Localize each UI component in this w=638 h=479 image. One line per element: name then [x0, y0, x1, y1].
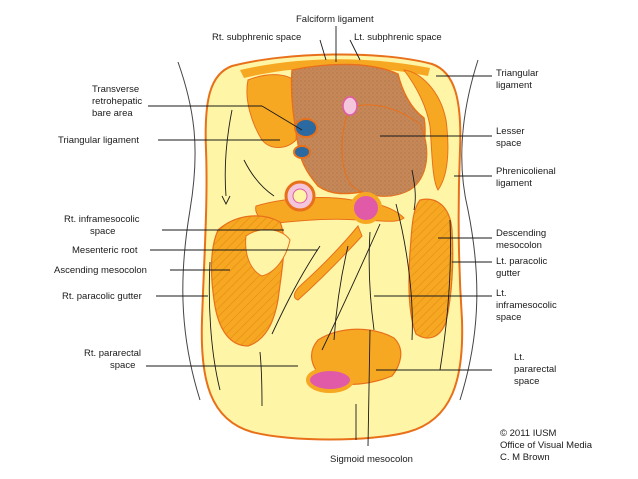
- labels: Falciform ligament Rt. subphrenic space …: [54, 14, 593, 465]
- credit-line-2: Office of Visual Media: [500, 440, 593, 451]
- label-triangular-ligament-right-2: ligament: [496, 80, 532, 91]
- leader-lines: [146, 26, 492, 447]
- label-triangular-ligament-left: Triangular ligament: [58, 135, 139, 146]
- label-descending-mesocolon-1: Descending: [496, 228, 546, 239]
- label-lesser-space-2: space: [496, 138, 521, 149]
- label-lt-paracolic-gutter-1: Lt. paracolic: [496, 256, 547, 267]
- portal-vessel: [293, 145, 311, 159]
- rt-subphrenic-region: [246, 74, 301, 148]
- label-lesser-space-1: Lesser: [496, 126, 525, 137]
- body-outline-right: [459, 59, 479, 401]
- label-transverse-bare-area-2: retrohepatic: [92, 96, 142, 107]
- ligamentum-vessel: [342, 96, 358, 116]
- subphrenic-rim: [240, 59, 430, 78]
- label-rt-inframesocolic-2: space: [90, 226, 115, 237]
- jejunum: [350, 192, 382, 224]
- lesser-space: [341, 104, 428, 197]
- lt-subphrenic-region: [402, 69, 449, 191]
- label-rt-pararectal-1: Rt. pararectal: [84, 348, 141, 359]
- duodenum-lumen: [292, 188, 308, 204]
- rectum: [306, 367, 354, 393]
- label-rt-inframesocolic-1: Rt. inframesocolic: [64, 214, 140, 225]
- label-sigmoid-mesocolon: Sigmoid mesocolon: [330, 454, 413, 465]
- label-rt-subphrenic-space: Rt. subphrenic space: [212, 32, 301, 43]
- label-lt-subphrenic-space: Lt. subphrenic space: [354, 32, 442, 43]
- label-lt-pararectal-3: space: [514, 376, 539, 387]
- label-mesenteric-root: Mesenteric root: [72, 245, 138, 256]
- label-lt-inframesocolic-1: Lt.: [496, 288, 507, 299]
- label-descending-mesocolon-2: mesocolon: [496, 240, 542, 251]
- credit-line-1: © 2011 IUSM: [500, 428, 557, 439]
- label-lt-inframesocolic-2: inframesocolic: [496, 300, 557, 311]
- label-lt-paracolic-gutter-2: gutter: [496, 268, 520, 279]
- body-outline-left: [177, 61, 201, 401]
- flow-arrows: [208, 109, 451, 440]
- label-triangular-ligament-right-1: Triangular: [496, 68, 538, 79]
- label-rt-paracolic-gutter: Rt. paracolic gutter: [62, 291, 142, 302]
- label-lt-inframesocolic-3: space: [496, 312, 521, 323]
- mesenteric-root-band: [293, 225, 363, 301]
- label-rt-pararectal-2: space: [110, 360, 135, 371]
- label-phrenicolienal-2: ligament: [496, 178, 532, 189]
- label-ascending-mesocolon: Ascending mesocolon: [54, 265, 147, 276]
- label-transverse-bare-area-3: bare area: [92, 108, 133, 119]
- label-lt-pararectal-1: Lt.: [514, 352, 525, 363]
- label-lt-pararectal-2: pararectal: [514, 364, 556, 375]
- credit-line-3: C. M Brown: [500, 452, 550, 463]
- label-falciform-ligament: Falciform ligament: [296, 14, 374, 25]
- descending-mesocolon-region: [408, 198, 454, 339]
- label-transverse-bare-area-1: Transverse: [92, 84, 139, 95]
- ivc-vessel: [294, 118, 318, 138]
- label-phrenicolienal-1: Phrenicolienal: [496, 166, 556, 177]
